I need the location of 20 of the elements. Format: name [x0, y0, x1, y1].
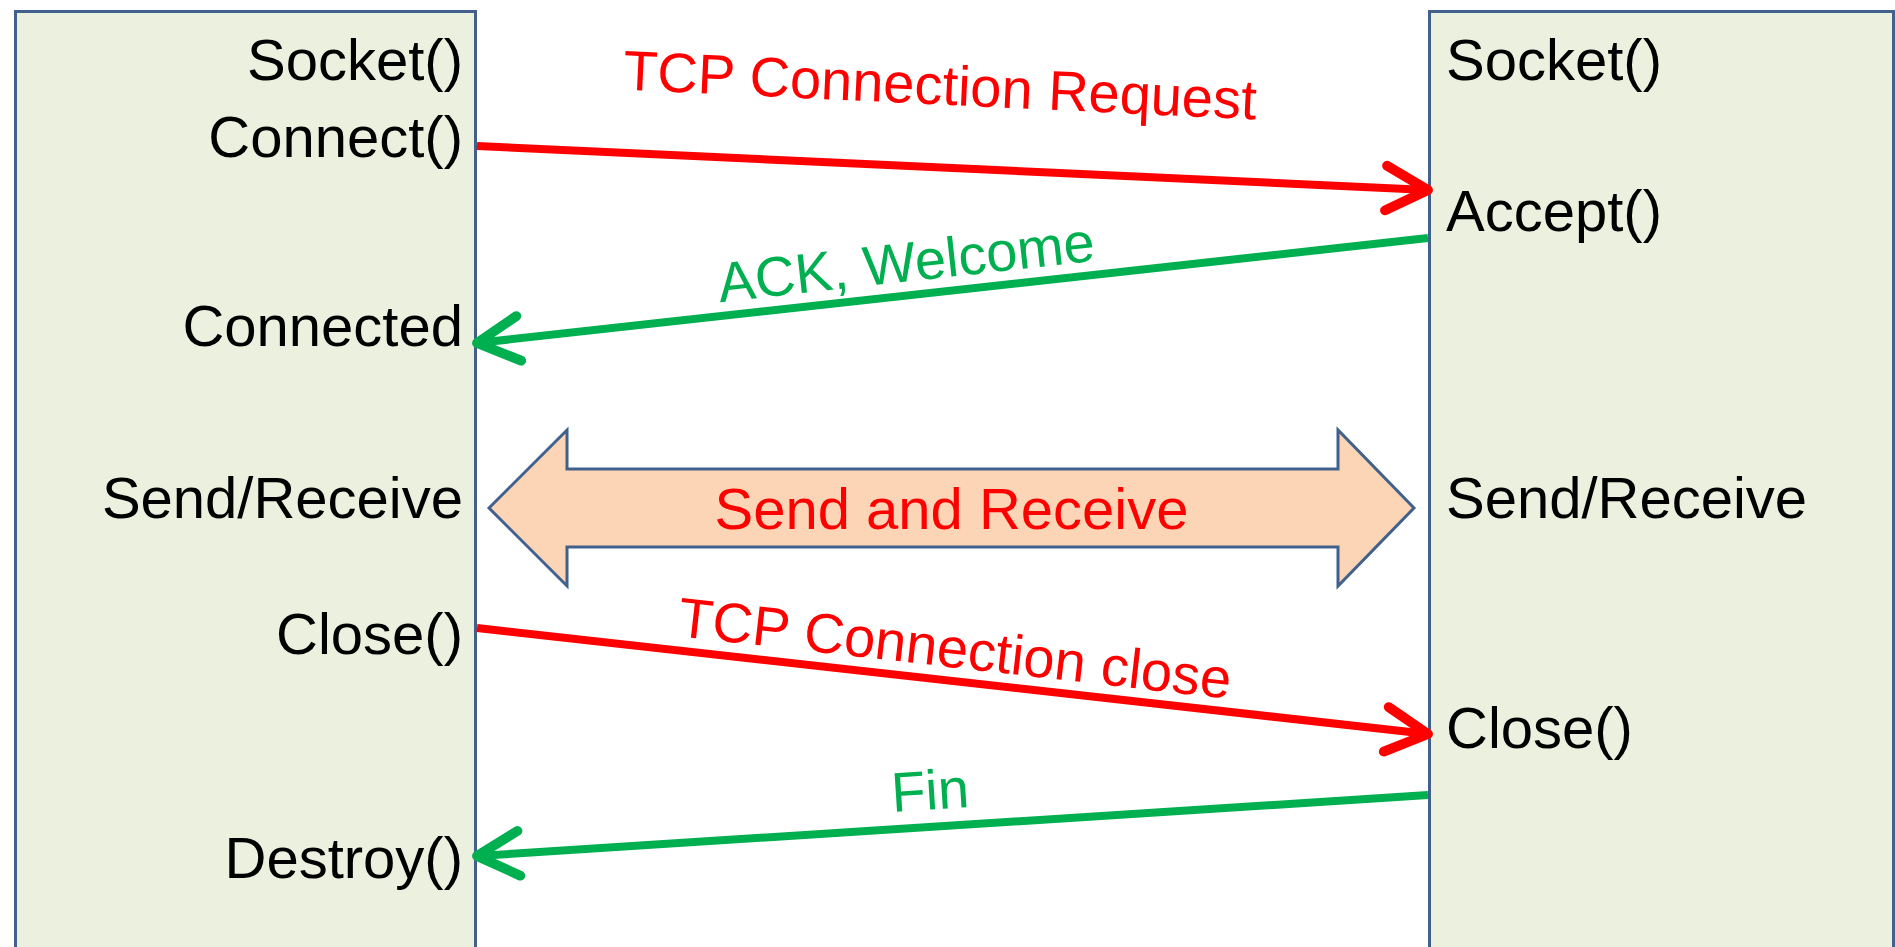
function-label: Accept(): [1446, 179, 1662, 243]
function-label: Connect(): [208, 105, 463, 169]
edge-label: TCP Connection close: [675, 584, 1235, 712]
arrow: [476, 624, 1433, 757]
arrow: [472, 234, 1429, 366]
edge-label: Fin: [889, 755, 971, 825]
panel: [1428, 10, 1895, 947]
function-label: Send/Receive: [101, 466, 463, 530]
arrow: [476, 142, 1433, 216]
function-label: Connected: [182, 294, 463, 358]
panel: [14, 10, 477, 947]
edge-label: ACK, Welcome: [714, 208, 1098, 316]
arrow: [472, 791, 1429, 881]
edge-label: TCP Connection Request: [621, 37, 1259, 133]
function-label: Socket(): [1446, 28, 1662, 92]
function-label: Close(): [276, 602, 463, 666]
function-label: Socket(): [247, 28, 463, 92]
function-label: Send/Receive: [1446, 466, 1808, 530]
function-label: Destroy(): [224, 826, 463, 890]
function-label: Close(): [1446, 696, 1633, 760]
